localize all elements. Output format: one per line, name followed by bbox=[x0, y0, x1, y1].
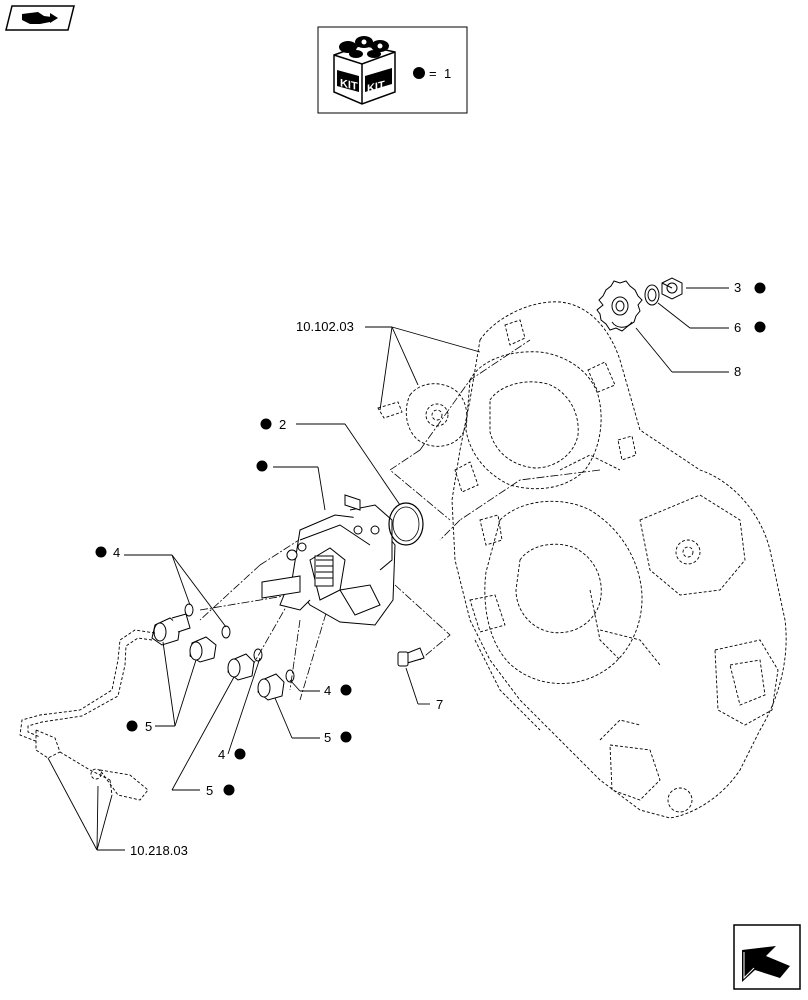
assembly-alignment-lines bbox=[199, 339, 601, 701]
callout-label: 5 bbox=[145, 719, 152, 734]
kit-bullet-icon bbox=[95, 546, 107, 558]
kit-bullet-icon bbox=[260, 418, 272, 430]
kit-bullet-icon bbox=[126, 720, 138, 732]
gear-cover-plate bbox=[377, 383, 468, 447]
callout-label: 4 bbox=[324, 683, 331, 698]
callout-label: 5 bbox=[206, 783, 213, 798]
o-ring-inner bbox=[392, 506, 420, 542]
svg-text:KIT: KIT bbox=[367, 79, 385, 95]
gear-case-housing bbox=[451, 301, 787, 819]
injection-pump bbox=[261, 494, 396, 626]
gear-washer bbox=[644, 284, 660, 306]
kit-bullet-icon bbox=[413, 67, 425, 79]
callout-label: 3 bbox=[734, 280, 741, 295]
o-ring bbox=[388, 502, 424, 546]
leader-lines bbox=[47, 287, 729, 851]
sealing-washers bbox=[184, 603, 295, 683]
svg-text:KIT: KIT bbox=[340, 77, 358, 93]
kit-bullet-icon bbox=[256, 460, 268, 472]
kit-bullet-icon bbox=[223, 784, 235, 796]
kit-quantity: 1 bbox=[444, 66, 451, 81]
kit-legend-box: KIT KIT = 1 bbox=[317, 26, 468, 114]
fitting-middle bbox=[189, 636, 217, 663]
kit-box-icon: KIT KIT bbox=[333, 36, 396, 105]
kit-equals-sign: = bbox=[429, 66, 437, 81]
fuel-return-pipe bbox=[19, 629, 156, 801]
reference-label-top[interactable]: 10.102.03 bbox=[296, 319, 354, 334]
callout-label: 4 bbox=[113, 545, 120, 560]
back-page-arrow-icon[interactable] bbox=[5, 5, 75, 31]
kit-bullet-icon bbox=[340, 684, 352, 696]
kit-bullet-icon bbox=[754, 282, 766, 294]
pump-drive-gear bbox=[596, 280, 643, 332]
callout-label: 8 bbox=[734, 364, 741, 379]
callout-label: 2 bbox=[279, 417, 286, 432]
fitting-lower-a bbox=[227, 653, 255, 681]
fitting-lower-b bbox=[257, 673, 285, 701]
callout-label: 6 bbox=[734, 320, 741, 335]
reference-label-bottom[interactable]: 10.218.03 bbox=[130, 843, 188, 858]
next-page-arrow-icon[interactable] bbox=[733, 924, 801, 990]
kit-bullet-icon bbox=[754, 321, 766, 333]
kit-bullet-icon bbox=[234, 748, 246, 760]
callout-label: 5 bbox=[324, 730, 331, 745]
gear-nut bbox=[661, 277, 683, 300]
callout-label: 7 bbox=[436, 697, 443, 712]
callout-label: 4 bbox=[218, 747, 225, 762]
fitting-upper-left bbox=[151, 613, 191, 646]
mounting-bolt bbox=[397, 647, 425, 667]
kit-bullet-icon bbox=[340, 731, 352, 743]
